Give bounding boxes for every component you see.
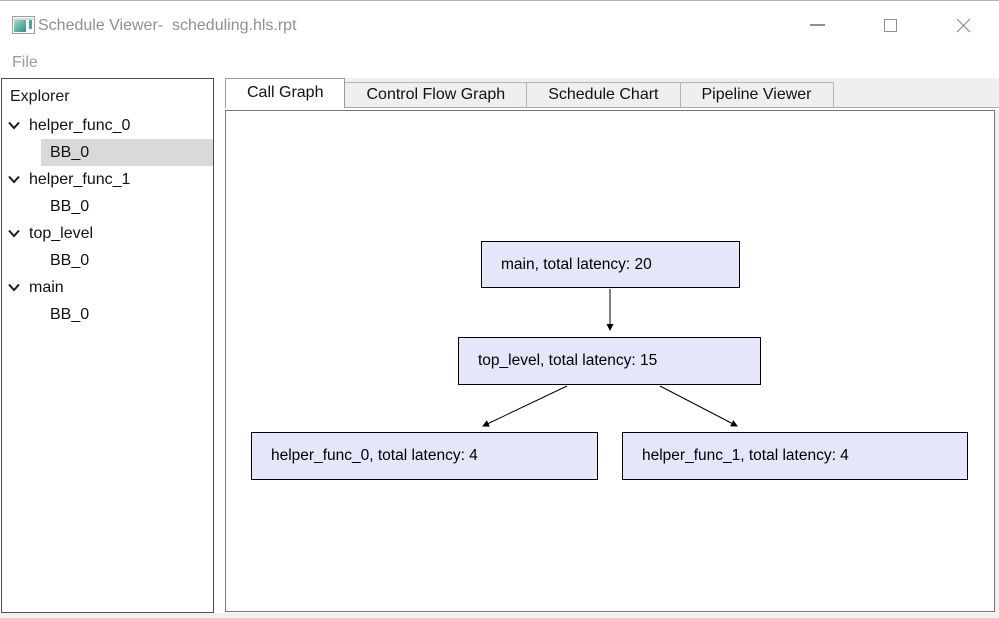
window-top-edge (0, 0, 999, 1)
chevron-down-icon (8, 229, 20, 238)
edge-top_level-to-helper_func_0 (482, 385, 568, 427)
edge-top_level-to-helper_func_1 (659, 385, 738, 427)
tree-item-top_level[interactable]: top_level (2, 220, 213, 247)
tree-item-helper_func_0[interactable]: helper_func_0 (2, 112, 213, 139)
tab-control-flow-graph[interactable]: Control Flow Graph (344, 82, 528, 108)
chevron-down-icon (8, 283, 20, 292)
tree-item-label: BB_0 (50, 252, 90, 269)
window-right-margin (995, 110, 999, 613)
call-graph-edges (482, 289, 738, 427)
app-icon (12, 16, 35, 34)
call-graph-canvas[interactable]: main, total latency: 20 top_level, total… (225, 110, 995, 612)
tree-item-helper_func_1[interactable]: helper_func_1 (2, 166, 213, 193)
minimize-button[interactable] (798, 9, 836, 41)
graph-node-helper_func_0[interactable]: helper_func_0, total latency: 4 (251, 432, 598, 480)
tree-item-helper_func_0-bb_0[interactable]: BB_0 (2, 139, 213, 166)
minimize-icon (809, 24, 825, 26)
close-button[interactable] (944, 9, 982, 41)
tree-item-top_level-bb_0[interactable]: BB_0 (2, 247, 213, 274)
tree-item-label: BB_0 (50, 198, 90, 215)
tree-item-label: BB_0 (50, 144, 90, 161)
chevron-down-icon (8, 175, 20, 184)
tree-item-label: main (29, 279, 64, 296)
window-bottom-margin (0, 613, 999, 618)
menu-file[interactable]: File (12, 54, 38, 71)
tree-item-main[interactable]: main (2, 274, 213, 301)
explorer-panel: Explorer helper_func_0 BB_0 helper_func_… (1, 78, 214, 613)
graph-node-top_level[interactable]: top_level, total latency: 15 (458, 337, 761, 385)
graph-node-main[interactable]: main, total latency: 20 (481, 241, 740, 288)
tab-call-graph[interactable]: Call Graph (225, 78, 346, 108)
tree-item-label: top_level (29, 225, 94, 242)
title-bar: Schedule Viewer- scheduling.hls.rpt (0, 1, 999, 50)
tab-bar-baseline (225, 107, 999, 108)
tab-bar: Call Graph Control Flow Graph Schedule C… (225, 78, 999, 108)
window-title: Schedule Viewer- scheduling.hls.rpt (38, 17, 297, 34)
tree-item-label: helper_func_0 (29, 117, 131, 134)
maximize-icon (883, 18, 897, 32)
tab-pipeline-viewer[interactable]: Pipeline Viewer (679, 82, 834, 108)
tree-item-label: helper_func_1 (29, 171, 131, 188)
maximize-button[interactable] (871, 9, 909, 41)
graph-node-helper_func_1[interactable]: helper_func_1, total latency: 4 (622, 432, 968, 480)
close-icon (956, 18, 970, 32)
tab-schedule-chart[interactable]: Schedule Chart (526, 82, 681, 108)
tree-item-label: BB_0 (50, 306, 90, 323)
tree-item-main-bb_0[interactable]: BB_0 (2, 301, 213, 328)
tree-item-helper_func_1-bb_0[interactable]: BB_0 (2, 193, 213, 220)
selection-highlight (41, 139, 213, 166)
menu-bar: File (0, 50, 999, 76)
explorer-title: Explorer (10, 88, 70, 105)
chevron-down-icon (8, 121, 20, 130)
